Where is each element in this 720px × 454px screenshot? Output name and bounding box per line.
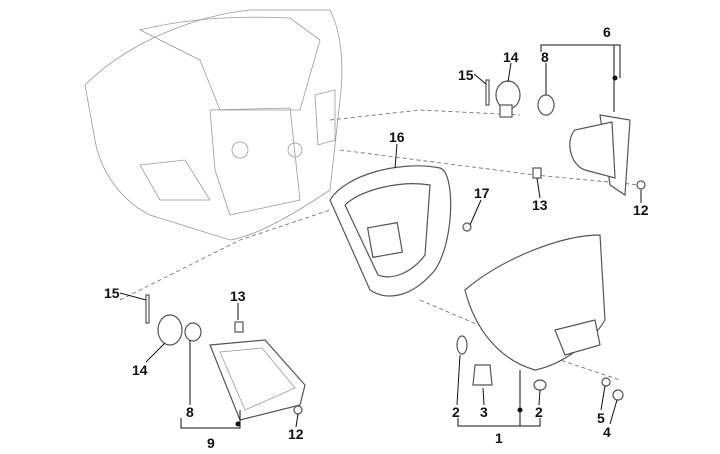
callout-13: 13 (532, 197, 548, 213)
indicator-lamp-right (485, 79, 646, 197)
callout-14: 14 (132, 362, 148, 378)
callout-16: 16 (389, 129, 405, 145)
callout-17: 17 (474, 185, 490, 201)
callout-12: 12 (288, 426, 304, 442)
callout-2: 2 (535, 404, 543, 420)
vehicle-body (84, 9, 343, 241)
callout-3: 3 (480, 404, 488, 420)
tail-light-housing (329, 165, 472, 297)
callout-5: 5 (597, 410, 605, 426)
callout-4: 4 (603, 424, 611, 440)
assembly-line (119, 209, 331, 301)
callout-14: 14 (503, 49, 519, 65)
callout-8: 8 (186, 404, 194, 420)
callout-6: 6 (603, 24, 611, 40)
callout-15: 15 (104, 285, 120, 301)
callout-12: 12 (633, 202, 649, 218)
callout-2: 2 (452, 404, 460, 420)
callout-13: 13 (230, 288, 246, 304)
assembly-line (419, 299, 621, 381)
callout-9: 9 (207, 435, 215, 451)
callout-8: 8 (541, 49, 549, 65)
leader-lines (119, 44, 642, 429)
callout-1: 1 (495, 430, 503, 446)
assembly-line (329, 109, 521, 121)
callout-15: 15 (458, 67, 474, 83)
tail-lens (456, 234, 624, 401)
indicator-lamp-left (145, 294, 306, 421)
